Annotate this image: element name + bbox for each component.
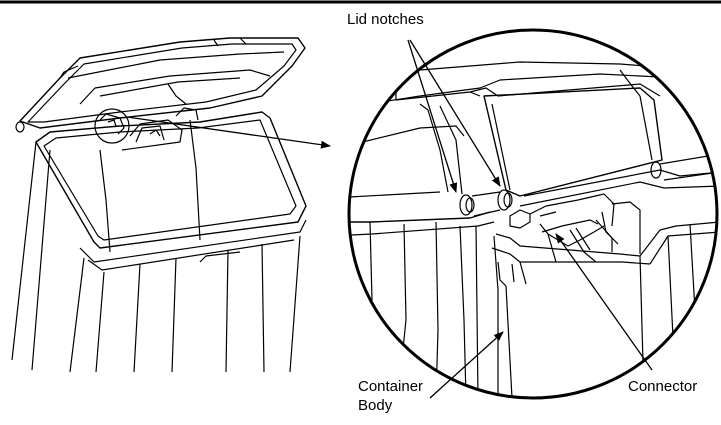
container-rim (35, 111, 307, 271)
inner-details (94, 107, 201, 253)
lid-notches-label: Lid notches (347, 11, 424, 28)
detail-circle (347, 28, 719, 400)
lid-notch-arrow-right (409, 39, 501, 187)
connector-arrow (555, 233, 653, 371)
lid-notch-arrow-left (407, 39, 458, 193)
open-lid (15, 37, 306, 133)
container-overview (11, 37, 307, 373)
container-body-walls (11, 141, 301, 373)
connector-label: Connector (628, 378, 698, 395)
magnify-pointer (126, 116, 331, 149)
container-body-label-line1: Container (358, 378, 424, 395)
callout-arrows (407, 39, 653, 399)
container-body-label-line2: Body (358, 397, 393, 414)
container-body-arrow (429, 331, 504, 399)
